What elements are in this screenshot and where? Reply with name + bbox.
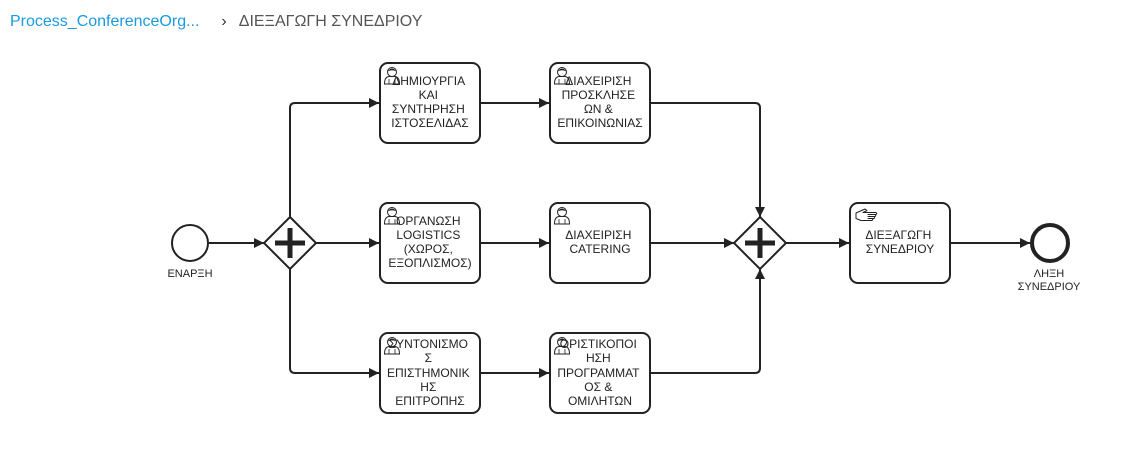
task-label-line: ΔΙΕΞΑΓΩΓΗ (865, 228, 931, 242)
flow-split-to-committee (289, 269, 379, 378)
svg-text:ΔΙΑΧΕΙΡΙΣΗ CATERING: ΔΙΑΧΕΙΡΙΣΗ CATERING (565, 228, 634, 256)
task-label-line: ΩΝ & (584, 102, 613, 116)
task-invitations[interactable]: ΔΙΑΧΕΙΡΙΣΗ ΠΡΟΣΚΛΗΣΕ ΩΝ & ΕΠΙΚΟΙΝΩΝΙΑΣ (549, 62, 651, 144)
task-label-line: ΙΣΤΟΣΕΛΙΔΑΣ (391, 116, 468, 130)
end-event[interactable]: ΛΗΞΗ ΣΥΝΕΔΡΙΟΥ (1018, 223, 1081, 293)
task-label-line: ΗΣΗ (586, 351, 611, 365)
task-catering[interactable]: ΔΙΑΧΕΙΡΙΣΗ CATERING (549, 202, 651, 284)
task-label-line: ΟΣ & (584, 380, 612, 394)
task-logistics[interactable]: ΟΡΓΑΝΩΣΗ LOGISTICS (ΧΩΡΟΣ, ΕΞΟΠΛΙΣΜΟΣ) (379, 202, 481, 284)
parallel-join-gateway[interactable] (732, 215, 788, 271)
task-label-line: ΚΑΙ (419, 88, 438, 102)
task-label-line: ΕΞΟΠΛΙΣΜΟΣ) (388, 256, 471, 270)
svg-text:ΔΙΑΧΕΙΡΙΣΗ ΠΡΟΣΚΛΗΣΕ: ΔΙΑΧΕΙΡΙΣΗ ΠΡΟΣΚΛΗΣΕ ΩΝ & ΕΠΙΚΟΙΝΩΝΙΑΣ (557, 74, 642, 130)
task-label-line: LOGISTICS (396, 228, 460, 242)
task-label-line: CATERING (569, 242, 630, 256)
svg-text:ΟΡΓΑΝΩΣΗ LOGISTICS: ΟΡΓΑΝΩΣΗ LOGISTICS (ΧΩΡΟΣ, ΕΞΟΠΛΙΣΜΟΣ) (388, 214, 471, 270)
svg-text:ΟΡΙΣΤΙΚΟΠΟΙ ΗΣΗ ΠΡ: ΟΡΙΣΤΙΚΟΠΟΙ ΗΣΗ ΠΡΟΓΡΑΜΜΑΤ ΟΣ & ΟΜΙΛΗΤΩΝ (557, 337, 642, 408)
parallel-split-gateway[interactable] (262, 215, 318, 271)
breadcrumb-process-link[interactable]: Process_ConferenceOrg... (10, 13, 200, 30)
task-website[interactable]: ΔΗΜΙΟΥΡΓΙΑ ΚΑΙ ΣΥΝΤΗΡΗΣΗ ΙΣΤΟΣΕΛΙΔΑΣ (379, 62, 481, 144)
task-committee[interactable]: ΣΥΝΤΟΝΙΣΜΟ Σ ΕΠΙΣΤΗΜΟΝΙΚ ΗΣ ΕΠΙΤΡΟΠΗΣ (379, 332, 481, 414)
flow-split-to-website (289, 98, 379, 217)
task-label-line: ΕΠΙΣΤΗΜΟΝΙΚ (387, 366, 470, 380)
task-label-line: ΠΡΟΓΡΑΜΜΑΤ (557, 366, 640, 380)
task-label-line: ΟΡΓΑΝΩΣΗ (396, 214, 461, 228)
svg-text:ΔΙΕΞΑΓΩΓΗ ΣΥΝΕΔΡΙΟΥ: ΔΙΕΞΑΓΩΓΗ ΣΥΝΕΔΡΙΟΥ (865, 228, 934, 256)
task-label-line: ΣΥΝΤΗΡΗΣΗ (392, 102, 465, 116)
plus-icon (275, 228, 305, 258)
task-label-line: ΠΡΟΣΚΛΗΣΕ (562, 88, 636, 102)
task-label-line: (ΧΩΡΟΣ, (404, 242, 453, 256)
task-label-line: ΕΠΙΚΟΙΝΩΝΙΑΣ (557, 116, 642, 130)
breadcrumb-separator-icon: › (221, 13, 227, 30)
svg-text:ΣΥΝΤΟΝΙΣΜΟ Σ ΕΠΙΣΤ: ΣΥΝΤΟΝΙΣΜΟ Σ ΕΠΙΣΤΗΜΟΝΙΚ ΗΣ ΕΠΙΤΡΟΠΗΣ (387, 337, 473, 408)
plus-icon (745, 228, 775, 258)
sequence-flows (209, 98, 1030, 378)
end-event-label-line-1: ΛΗΞΗ (1034, 268, 1064, 280)
flow-program-to-join (651, 269, 765, 374)
task-label-line: ΔΙΑΧΕΙΡΙΣΗ (565, 74, 631, 88)
flow-invitations-to-join (651, 102, 765, 217)
task-label-line: ΟΜΙΛΗΤΩΝ (568, 394, 632, 408)
task-label-line: ΔΙΑΧΕΙΡΙΣΗ (565, 228, 631, 242)
svg-text:ΔΗΜΙΟΥΡΓΙΑ ΚΑΙ ΣΥΝ: ΔΗΜΙΟΥΡΓΙΑ ΚΑΙ ΣΥΝΤΗΡΗΣΗ ΙΣΤΟΣΕΛΙΔΑΣ (391, 74, 468, 130)
task-label-line: ΕΠΙΤΡΟΠΗΣ (395, 394, 464, 408)
task-label-line: ΣΥΝΤΟΝΙΣΜΟ (389, 337, 468, 351)
task-program[interactable]: ΟΡΙΣΤΙΚΟΠΟΙ ΗΣΗ ΠΡΟΓΡΑΜΜΑΤ ΟΣ & ΟΜΙΛΗΤΩΝ (549, 332, 651, 414)
breadcrumb: Process_ConferenceOrg... › ΔΙΕΞΑΓΩΓΗ ΣΥΝ… (10, 11, 422, 33)
task-conduct[interactable]: ΔΙΕΞΑΓΩΓΗ ΣΥΝΕΔΡΙΟΥ (849, 202, 951, 284)
task-label-line: Σ (425, 351, 432, 365)
start-event[interactable]: ΕΝΑΡΞΗ (167, 224, 213, 280)
start-event-label: ΕΝΑΡΞΗ (167, 268, 212, 280)
task-label-line: ΗΣ (420, 380, 436, 394)
breadcrumb-current: ΔΙΕΞΑΓΩΓΗ ΣΥΝΕΔΡΙΟΥ (238, 13, 423, 30)
end-event-label-line-2: ΣΥΝΕΔΡΙΟΥ (1018, 281, 1081, 293)
task-label-line: ΔΗΜΙΟΥΡΓΙΑ (392, 74, 465, 88)
task-label-line: ΟΡΙΣΤΙΚΟΠΟΙ (560, 337, 637, 351)
task-label-line: ΣΥΝΕΔΡΙΟΥ (866, 242, 934, 256)
